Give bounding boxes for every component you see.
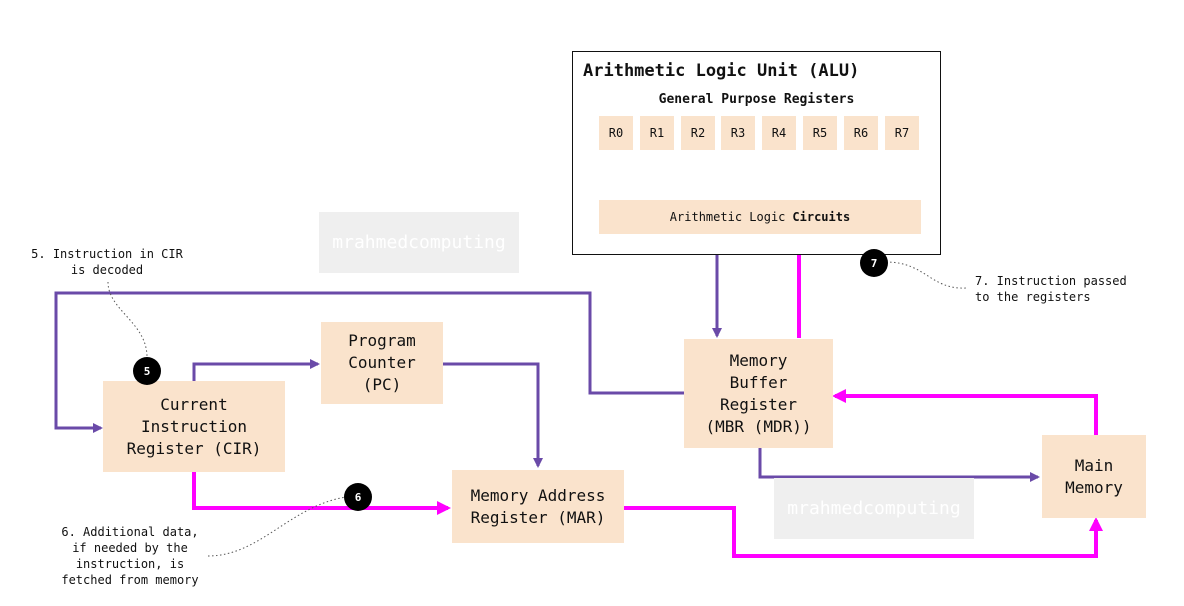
cir-box: Current Instruction Register (CIR) bbox=[103, 381, 285, 472]
register-r0: R0 bbox=[599, 116, 633, 150]
main-memory-box: Main Memory bbox=[1042, 435, 1146, 518]
register-r1: R1 bbox=[640, 116, 674, 150]
circuits-label: Arithmetic Logic bbox=[669, 210, 786, 224]
step7-annotation: 7. Instruction passed to the registers bbox=[975, 274, 1127, 304]
step5-badge: 5 bbox=[133, 357, 161, 385]
register-r2: R2 bbox=[681, 116, 715, 150]
cir-to-pc-line bbox=[192, 359, 320, 381]
leader-step6 bbox=[207, 496, 347, 557]
logic-circuits-box: Arithmetic Logic Circuits bbox=[599, 200, 921, 234]
pc-to-mar-line bbox=[443, 362, 543, 468]
leader-step5 bbox=[107, 281, 148, 357]
register-r3: R3 bbox=[721, 116, 755, 150]
step6-badge: 6 bbox=[344, 483, 372, 511]
watermark: mrahmedcomputing bbox=[774, 478, 974, 539]
mbr-to-cir-line bbox=[54, 291, 684, 433]
step5-annotation: 5. Instruction in CIR is decoded bbox=[31, 247, 183, 277]
alu-box: Arithmetic Logic Unit (ALU) General Purp… bbox=[572, 51, 941, 255]
mbr-box: Memory Buffer Register (MBR (MDR)) bbox=[684, 339, 833, 448]
leader-step7 bbox=[885, 261, 968, 289]
register-r5: R5 bbox=[803, 116, 837, 150]
alu-title: Arithmetic Logic Unit (ALU) bbox=[583, 61, 860, 81]
register-r7: R7 bbox=[885, 116, 919, 150]
memory-to-mbr-line bbox=[832, 389, 1098, 435]
mar-to-memory-line bbox=[624, 506, 1103, 558]
mar-box: Memory Address Register (MAR) bbox=[452, 470, 624, 543]
gpr-title: General Purpose Registers bbox=[658, 92, 855, 107]
circuits-label-bold: Circuits bbox=[792, 210, 851, 224]
program-counter-box: Program Counter (PC) bbox=[321, 322, 443, 404]
cir-to-mar-line bbox=[192, 472, 451, 515]
step6-annotation: 6. Additional data, if needed by the ins… bbox=[61, 525, 199, 587]
register-r4: R4 bbox=[762, 116, 796, 150]
watermark: mrahmedcomputing bbox=[319, 212, 519, 273]
register-r6: R6 bbox=[844, 116, 878, 150]
mbr-to-memory-line bbox=[758, 448, 1040, 482]
step7-badge: 7 bbox=[860, 249, 888, 277]
